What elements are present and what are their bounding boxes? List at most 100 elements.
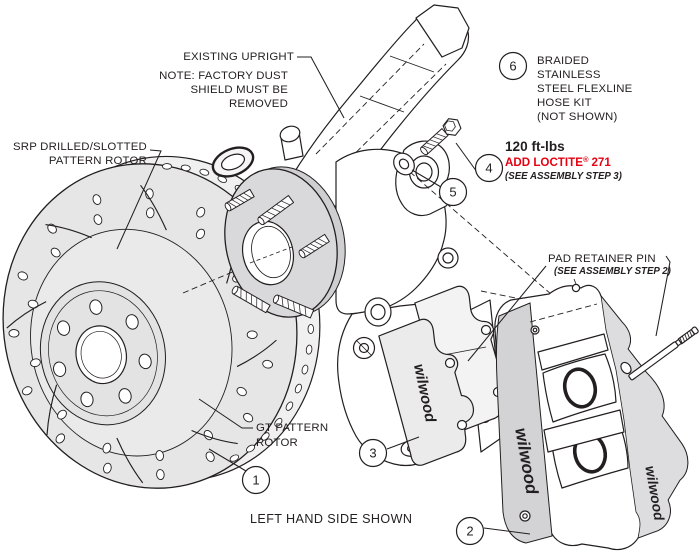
caliper-mounting-bolt: [420, 118, 462, 156]
stud-thread: [276, 204, 286, 209]
caliper-piston-seal-upper: [562, 367, 598, 409]
rotor-drill-hole: [156, 469, 165, 481]
rotor-slot: [6, 301, 47, 329]
rotor-drill-hole: [195, 228, 206, 240]
leader-pad-pin: [655, 255, 671, 337]
stud-thread: [262, 214, 271, 220]
label-srp-line2: PATTERN ROTOR: [49, 155, 147, 167]
svg-text:5: 5: [449, 185, 456, 200]
stud-end-cap: [231, 285, 239, 295]
rotor-slot: [45, 224, 92, 239]
svg-text:1: 1: [252, 473, 259, 488]
bolt-washer: [393, 152, 415, 176]
callout-balloons: 1 2 3 4 5 6: [241, 51, 528, 546]
label-existing-upright: EXISTING UPRIGHT: [183, 51, 294, 63]
callout-4[interactable]: 4: [474, 153, 504, 183]
caliper-hidden-edge: [529, 303, 598, 323]
label-gt-line2: ROTOR: [256, 437, 298, 449]
stud-thread: [298, 304, 301, 314]
label-loctite-note: (SEE ASSEMBLY STEP 3): [505, 171, 622, 182]
rotor-lug-hole: [80, 391, 94, 408]
rotor-vane-hole: [229, 454, 240, 462]
leader-callout-4: [455, 142, 478, 173]
rotor-vane-hole: [307, 323, 315, 335]
rotor-vane-hole: [246, 444, 256, 453]
upright-mid-mount-hole: [442, 252, 454, 264]
svg-text:3: 3: [369, 446, 376, 461]
callout-3[interactable]: 3: [358, 438, 388, 468]
rotor-drill-hole: [92, 194, 102, 205]
stud-thread: [306, 246, 315, 252]
stud-end-cap: [420, 146, 428, 156]
stud-thread: [304, 306, 307, 316]
hub-bearing-seal-inner: [220, 153, 246, 171]
svg-text:4: 4: [485, 161, 492, 176]
label-hose-line2: STAINLESS: [537, 69, 601, 81]
leader-callout-5: [411, 169, 442, 188]
callout-1[interactable]: 1: [241, 465, 271, 495]
rotor-drill-hole: [102, 442, 112, 454]
wheel-hub: [224, 166, 346, 318]
rotor-vane-hole: [199, 168, 210, 176]
stud-thread: [228, 201, 237, 208]
annotations: EXISTING UPRIGHT NOTE: FACTORY DUST SHIE…: [13, 51, 671, 526]
rotor-center-bore-chamfer: [80, 331, 122, 379]
stud-thread: [310, 243, 319, 249]
rotor-vane-hole: [261, 432, 270, 441]
label-hose-line1: BRAIDED: [537, 55, 589, 67]
stud-thread: [436, 133, 446, 138]
rotor-drill-hole: [57, 409, 67, 420]
stud-thread: [239, 195, 248, 201]
upright-arm-section-line: [359, 95, 405, 113]
caliper-crossover-tube-lower: [543, 409, 625, 453]
stud-thread: [429, 139, 440, 144]
rotor-slot: [236, 339, 277, 368]
leader-callout-3: [386, 436, 420, 450]
rotor-drill-hole: [196, 207, 206, 218]
leader-callout-1: [208, 448, 247, 472]
stud-thread: [235, 197, 245, 203]
upright-lower-eyelet-hole: [370, 303, 386, 321]
label-left-hand-side: LEFT HAND SIDE SHOWN: [250, 512, 412, 526]
upright-arm-hidden-edge: [335, 63, 447, 173]
stud-thread: [423, 145, 433, 150]
callout-2[interactable]: 2: [455, 516, 485, 546]
caliper-bridge-bolt-center: [532, 327, 538, 333]
pad-ear-hole: [456, 419, 468, 431]
rotor-slot: [140, 184, 167, 231]
leader-gt-rotor: [198, 398, 253, 429]
label-srp-line1: SRP DRILLED/SLOTTED: [13, 141, 147, 153]
pin-tip: [691, 326, 699, 335]
rotor-drill-hole: [246, 330, 258, 339]
stud-thread: [293, 301, 295, 312]
rotor-lug-hole: [56, 320, 71, 336]
callout-6[interactable]: 6: [498, 51, 528, 81]
stud-end-cap: [257, 216, 265, 226]
callout-5[interactable]: 5: [438, 177, 468, 207]
rotor-vane-hole: [180, 164, 191, 172]
stud-thread: [426, 142, 436, 147]
rotor-lug-hole: [125, 314, 139, 330]
leader-callout-2: [483, 527, 531, 535]
rotor-hat-ring: [48, 290, 158, 417]
stud-thread: [232, 199, 241, 205]
caliper-outboard-face: [600, 294, 689, 539]
pad-retainer-pin: [628, 326, 699, 381]
rotor-drill-hole: [236, 386, 247, 397]
rotor-drill-hole: [103, 462, 112, 474]
brake-pad-outer: wilwood: [375, 311, 486, 468]
rotor-vane-hole: [274, 417, 283, 427]
rotor-vane-hole: [301, 364, 309, 375]
upright-upper-mount-hole: [415, 162, 433, 182]
stud-end-cap: [224, 202, 232, 212]
rotor-lug-hole: [53, 361, 67, 377]
rotor-slot: [191, 429, 238, 445]
rotor-slot: [116, 437, 144, 484]
label-note-line1: NOTE: FACTORY DUST: [159, 70, 288, 82]
leader-lines: [116, 56, 671, 535]
upright-arm-hidden-edge: [315, 43, 425, 155]
label-note-line2: SHIELD MUST BE: [190, 84, 288, 96]
stud-thread: [243, 192, 252, 199]
rotor-lug-hole: [118, 388, 132, 404]
